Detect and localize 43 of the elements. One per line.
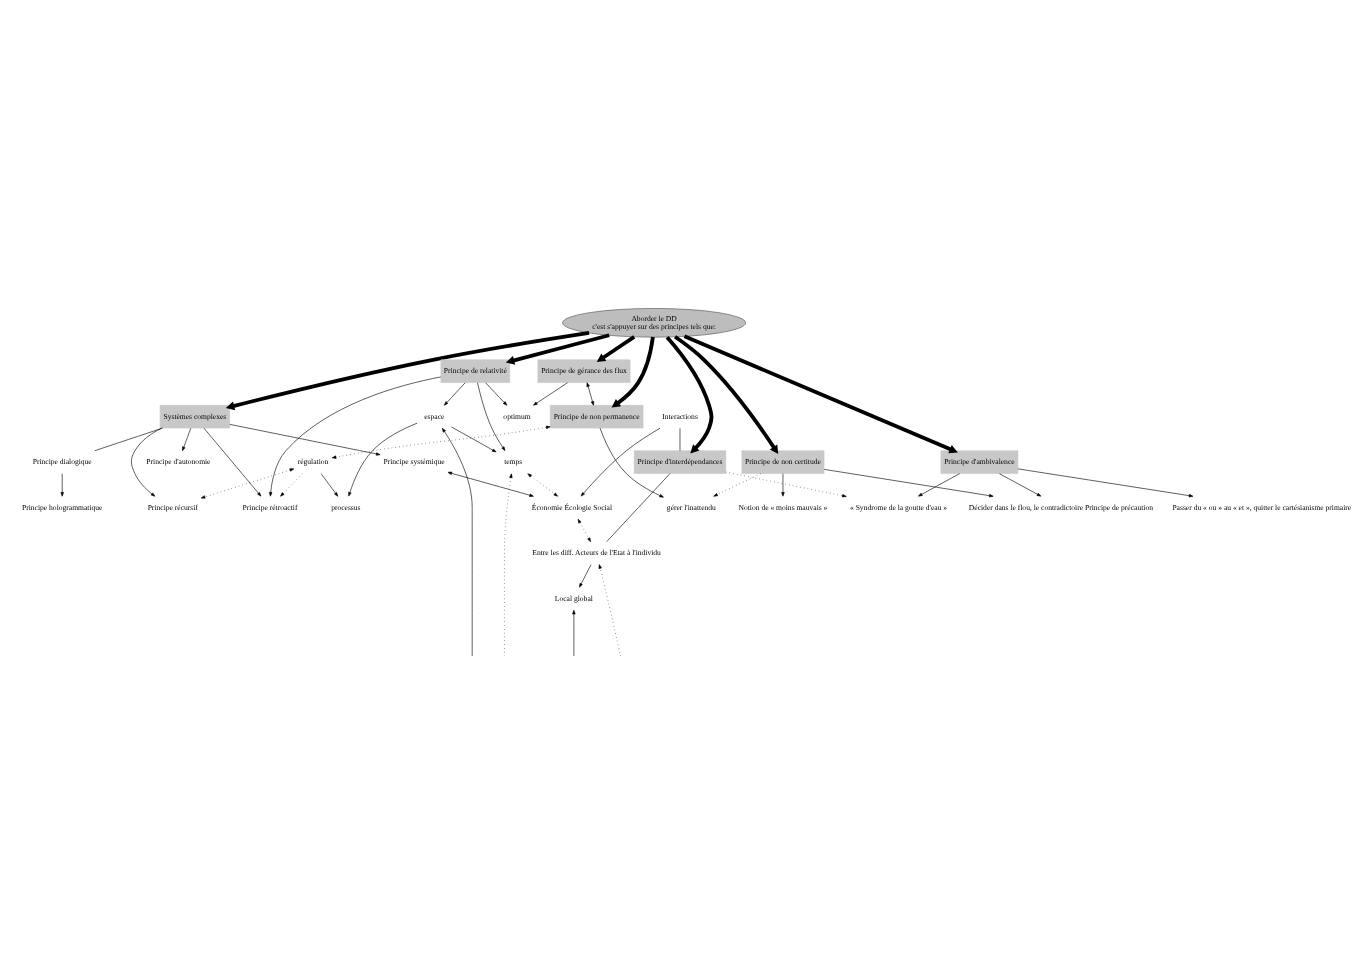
arrow xyxy=(442,428,473,657)
arrow xyxy=(918,473,960,497)
arrow xyxy=(182,427,192,452)
arrow xyxy=(599,427,664,498)
arrow xyxy=(131,427,162,497)
arrow xyxy=(348,422,418,497)
arrow xyxy=(269,376,442,497)
arrow xyxy=(451,426,497,453)
arrow xyxy=(596,335,636,362)
arrow xyxy=(999,473,1042,497)
arrow xyxy=(725,471,847,498)
arrow xyxy=(586,382,595,406)
arrow xyxy=(673,335,779,455)
arrow xyxy=(229,424,381,456)
arrow xyxy=(60,473,64,497)
arrow xyxy=(504,473,513,657)
arrow xyxy=(533,382,568,406)
arrow xyxy=(485,382,508,406)
arrow xyxy=(665,335,714,454)
arrow xyxy=(572,609,576,657)
arrow xyxy=(505,333,610,365)
arrow xyxy=(331,425,551,459)
arrow xyxy=(320,473,339,497)
arrow xyxy=(477,382,506,451)
arrow xyxy=(200,468,295,499)
arrow xyxy=(447,471,534,497)
arrow xyxy=(577,518,591,543)
arrow xyxy=(713,473,761,497)
arrow xyxy=(611,336,655,408)
arrow xyxy=(203,427,262,497)
arrow xyxy=(444,382,466,406)
arrow xyxy=(598,564,621,657)
arrow xyxy=(580,427,661,497)
arrow xyxy=(579,564,592,588)
arrow xyxy=(527,473,558,497)
arrow xyxy=(225,331,590,411)
arrow xyxy=(280,473,303,497)
arrow xyxy=(823,469,994,498)
arrow xyxy=(683,334,958,454)
arrow xyxy=(781,473,785,497)
connector xyxy=(606,473,671,542)
connector xyxy=(94,427,163,452)
arrow xyxy=(1017,468,1194,498)
